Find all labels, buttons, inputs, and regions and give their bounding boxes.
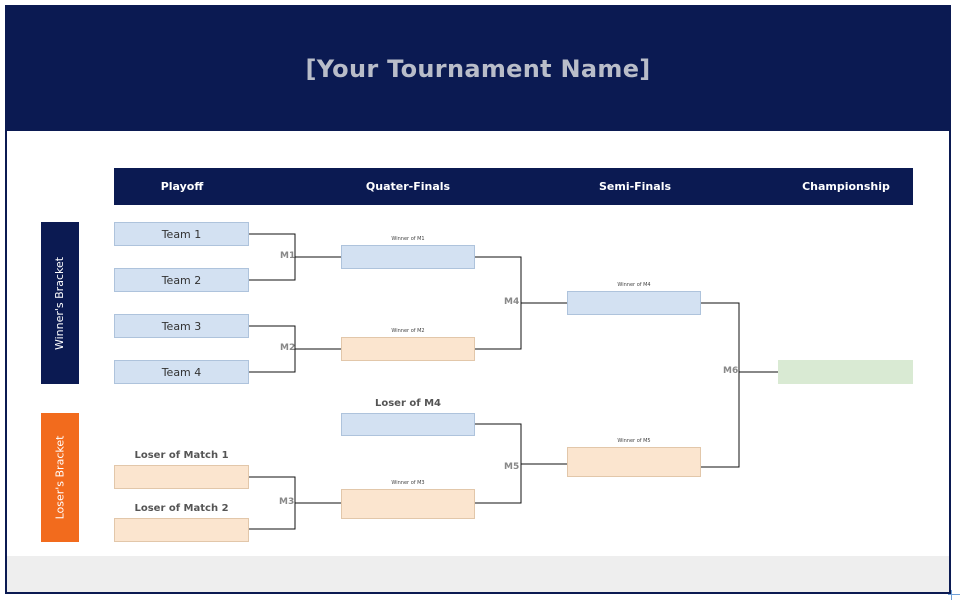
winner-m2-slot[interactable] (341, 337, 475, 361)
winner-of-m4-label: Winner of M4 (617, 282, 651, 288)
match-label-m3: M3 (279, 497, 295, 507)
column-header-quarter-finals: Quater-Finals (365, 180, 451, 193)
match-label-m1: M1 (280, 251, 296, 261)
loser-of-m4-label: Loser of M4 (374, 398, 441, 409)
team-name: Team 3 (161, 319, 202, 333)
team-slot[interactable]: Team 4 (114, 360, 249, 384)
corner-marker-vertical (951, 590, 952, 600)
team-name: Team 1 (161, 227, 202, 241)
losers-bracket-label: Loser's Bracket (41, 413, 79, 542)
winner-of-m5-label: Winner of M5 (617, 438, 651, 444)
winner-of-m2-label: Winner of M2 (391, 328, 425, 334)
team-slot[interactable]: Team 2 (114, 268, 249, 292)
title-banner: [Your Tournament Name] (5, 5, 951, 132)
loser-match-2-slot[interactable] (114, 518, 249, 542)
team-name: Team 4 (161, 365, 202, 379)
team-slot[interactable]: Team 1 (114, 222, 249, 246)
match-label-m6: M6 (723, 366, 739, 376)
column-header-row: Playoff Quater-Finals Semi-Finals Champi… (114, 168, 913, 205)
column-header-semi-finals: Semi-Finals (598, 180, 672, 193)
winner-of-m1-label: Winner of M1 (391, 236, 425, 242)
match-label-m5: M5 (504, 462, 520, 472)
winner-m5-slot[interactable] (567, 447, 701, 477)
loser-of-match-1-label: Loser of Match 1 (134, 450, 229, 461)
winner-m4-slot[interactable] (567, 291, 701, 315)
column-header-playoff: Playoff (160, 180, 204, 193)
loser-match-1-slot[interactable] (114, 465, 249, 489)
corner-marker (948, 594, 960, 595)
footer-band (7, 556, 949, 592)
winner-m1-slot[interactable] (341, 245, 475, 269)
tournament-title: [Your Tournament Name] (305, 54, 651, 83)
match-label-m4: M4 (504, 297, 520, 307)
loser-m4-slot[interactable] (341, 413, 475, 436)
winner-m3-slot[interactable] (341, 489, 475, 519)
winner-of-m3-label: Winner of M3 (391, 480, 425, 486)
winners-bracket-label: Winner's Bracket (41, 222, 79, 384)
column-header-championship: Championship (802, 180, 890, 193)
team-name: Team 2 (161, 273, 202, 287)
champion-slot[interactable] (778, 360, 913, 384)
team-slot[interactable]: Team 3 (114, 314, 249, 338)
match-label-m2: M2 (280, 343, 296, 353)
loser-of-match-2-label: Loser of Match 2 (134, 503, 229, 514)
